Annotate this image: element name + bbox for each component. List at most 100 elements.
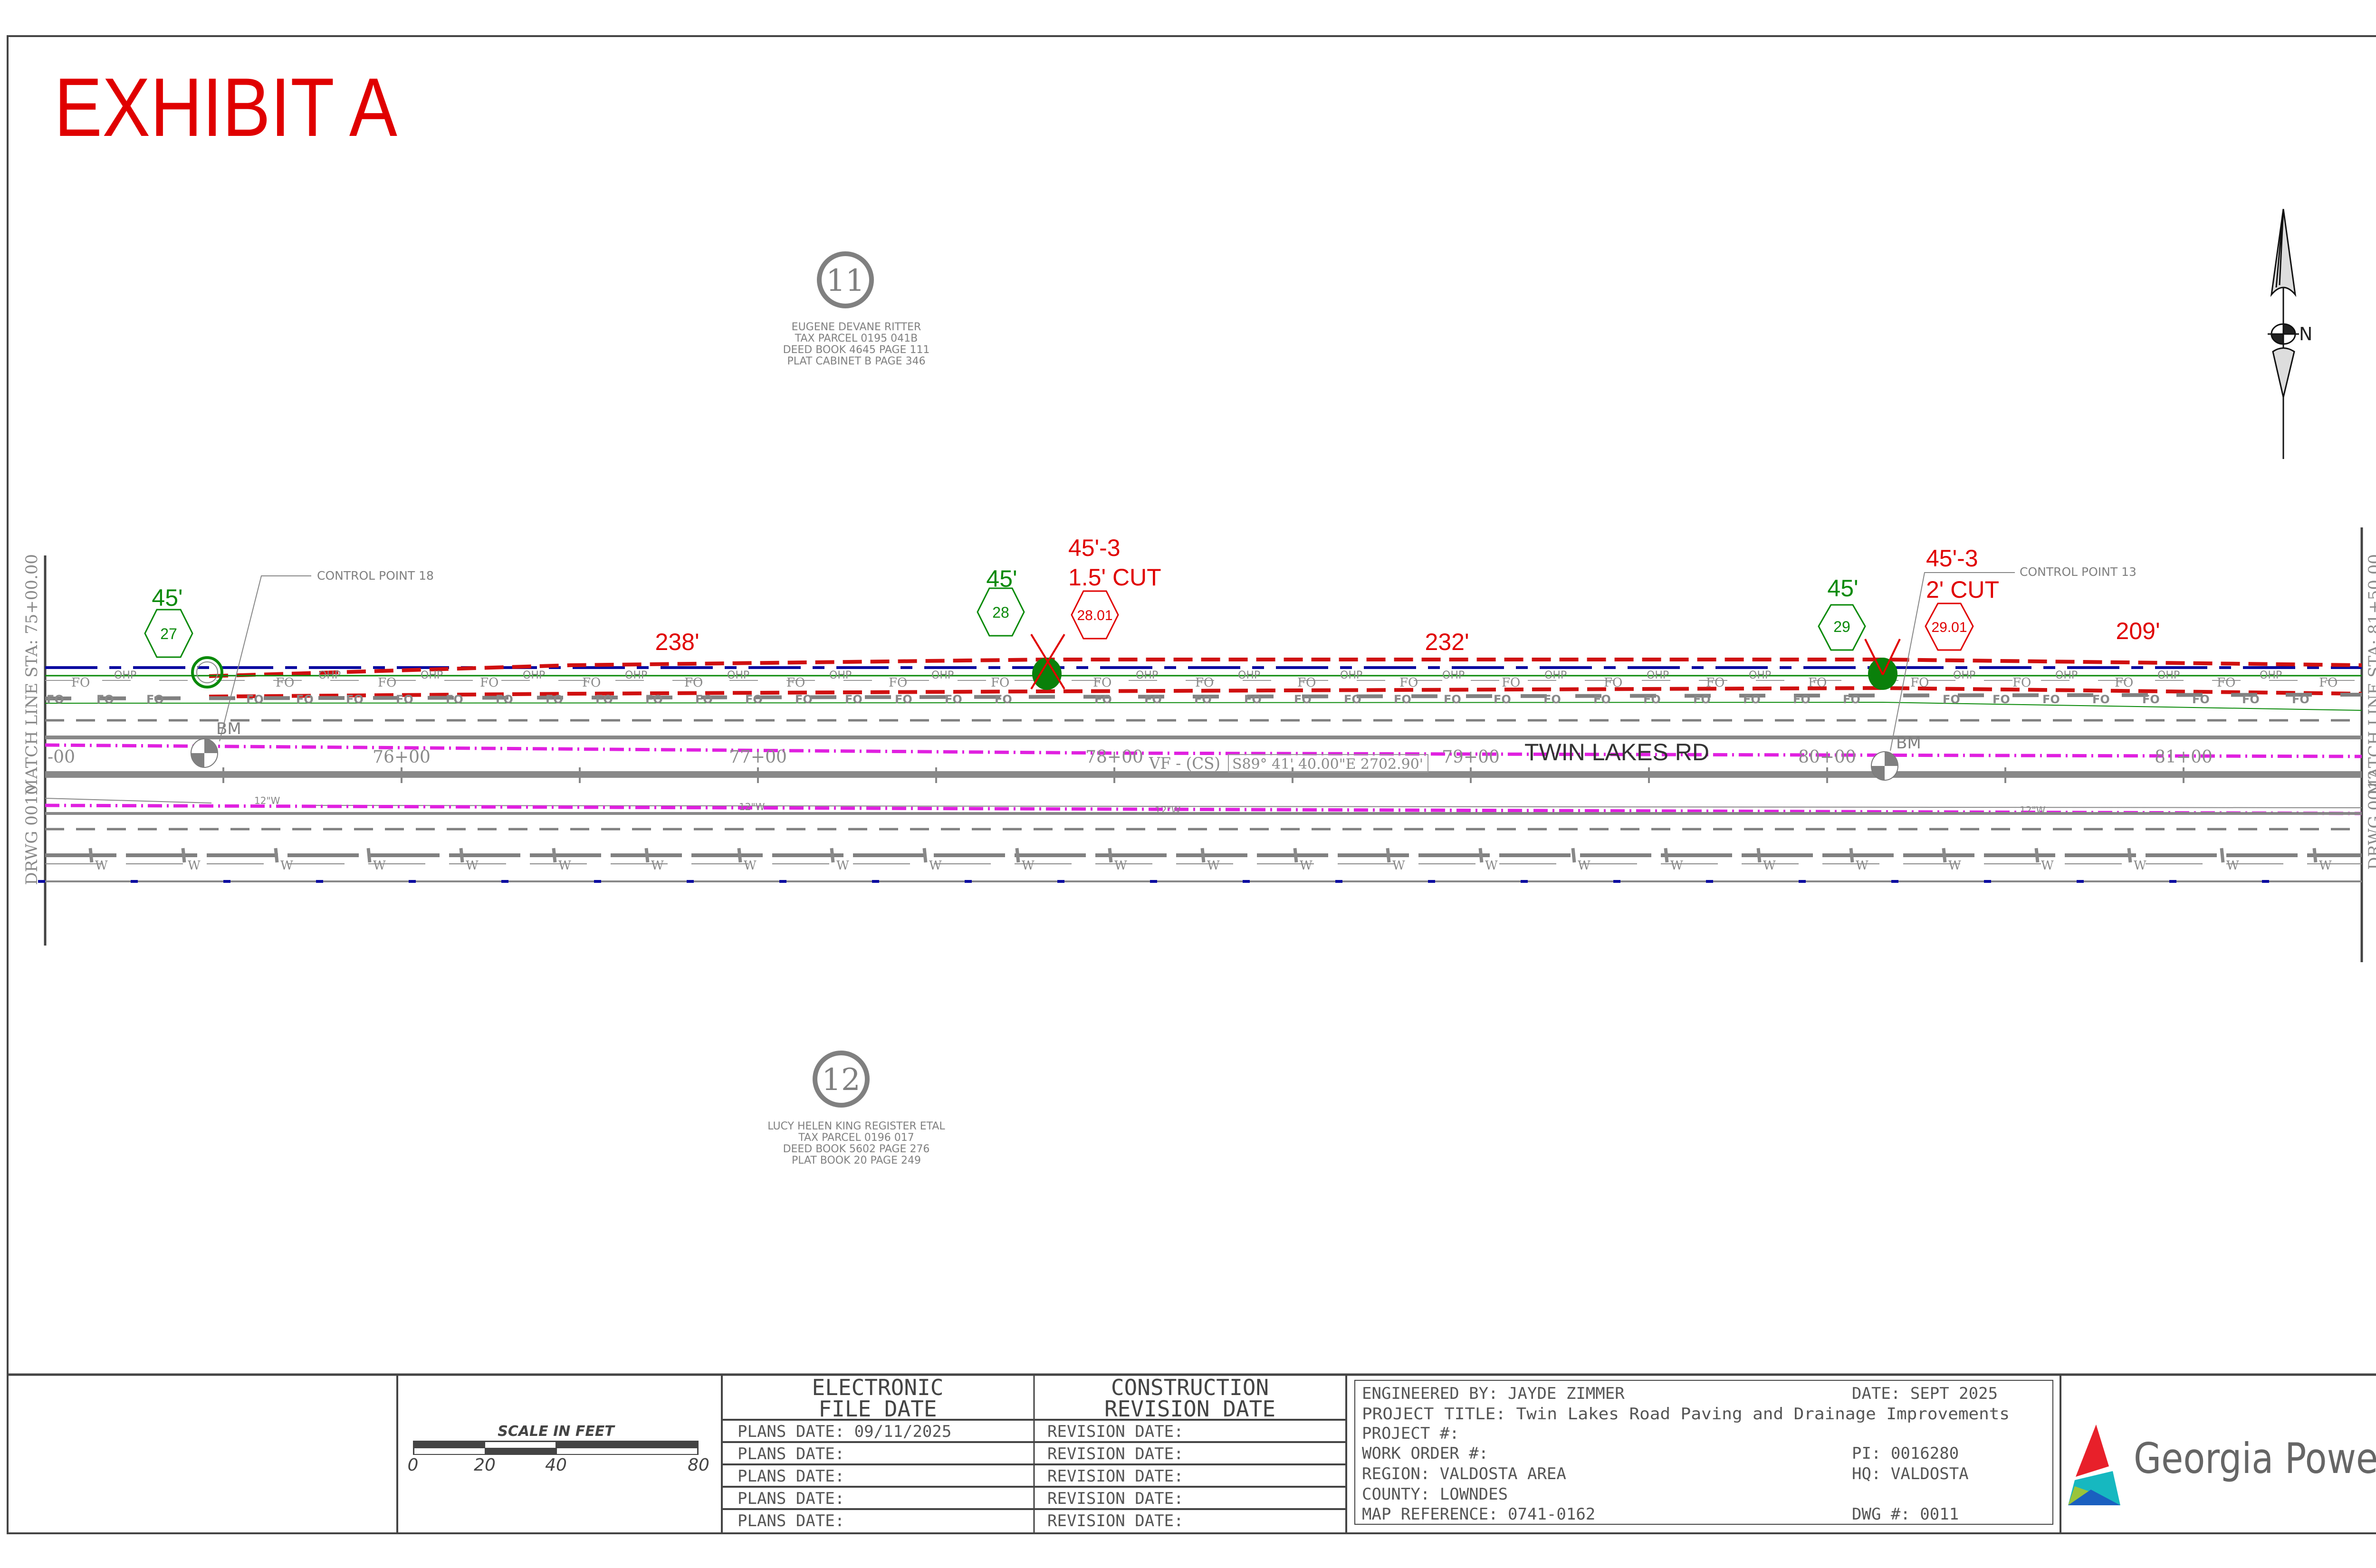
pole-note: 2' CUT <box>1926 576 1999 603</box>
ohp-label: OHP <box>625 669 647 681</box>
benchmark-label: BM <box>1896 734 1921 753</box>
water-label: W <box>2041 859 2054 873</box>
water-label: W <box>1114 859 1127 873</box>
fo-label: FO <box>1297 676 1316 690</box>
dwg-number: DWG #: 0011 <box>1852 1505 1959 1524</box>
project-info: ENGINEERED BY: JAYDE ZIMMER DATE: SEPT 2… <box>1362 1384 2010 1524</box>
parcel-owner: EUGENE DEVANE RITTER <box>792 321 921 333</box>
fo-label-bold: FO <box>1543 693 1561 706</box>
project-number: PROJECT #: <box>1362 1424 1459 1443</box>
fo-label-bold: FO <box>47 693 64 706</box>
pi-number: PI: 0016280 <box>1852 1444 1959 1463</box>
water-label: W <box>1856 859 1868 873</box>
water-valve-mark <box>181 848 186 863</box>
parcel-number: 12 <box>822 1062 860 1098</box>
water-valve-mark <box>1015 848 1020 863</box>
fo-label: FO <box>991 676 1009 690</box>
ohp-label: OHP <box>2260 669 2282 681</box>
pole-height: 45' <box>152 584 182 611</box>
water-label: W <box>2226 859 2239 873</box>
fo-label-bold: FO <box>396 693 413 706</box>
fo-label: FO <box>378 676 396 690</box>
water-label: W <box>2134 859 2146 873</box>
water-valve-mark <box>1849 848 1854 863</box>
utility-labels: FOOHPFOOHPFOOHPFOOHPFOOHPFOOHPFOOHPFOOHP… <box>47 669 2338 873</box>
benchmark-label: BM <box>216 719 241 738</box>
pole-id: 29 <box>1833 618 1850 635</box>
fo-label-bold: FO <box>1244 693 1262 706</box>
proposed-pole-28-01[interactable]: 45'-3 1.5' CUT 28.01 <box>1068 535 1161 640</box>
pole-id: 29.01 <box>1931 620 1967 635</box>
water-valve-mark <box>644 848 650 863</box>
control-point-leader <box>1890 572 2015 751</box>
work-order: WORK ORDER #: <box>1362 1444 1488 1463</box>
water-valve-mark <box>2034 848 2040 863</box>
removal-x-icon <box>1864 639 1901 675</box>
fo-label: FO <box>2012 676 2031 690</box>
existing-pole-27[interactable]: 45' 27 <box>144 584 223 688</box>
station-label: 79+00 <box>1442 747 1500 767</box>
parcel-plat: PLAT BOOK 20 PAGE 249 <box>792 1155 921 1166</box>
green-line-lower <box>45 701 2362 711</box>
existing-pole-29[interactable]: 45' 29 <box>1818 575 1901 690</box>
construction-header: CONSTRUCTION <box>1111 1375 1269 1400</box>
water-valve-mark <box>459 848 464 863</box>
linework <box>45 658 2362 882</box>
water-valve-mark <box>737 848 742 863</box>
control-point-label: CONTROL POINT 13 <box>2020 565 2136 579</box>
parcel-plat: PLAT CABINET B PAGE 346 <box>787 355 925 367</box>
station-label: 77+00 <box>729 747 787 767</box>
title-block <box>8 1373 2376 1533</box>
water-valve-mark <box>1293 848 1298 863</box>
ohp-label: OHP <box>114 669 136 681</box>
fo-label-bold: FO <box>346 693 364 706</box>
road-name: TWIN LAKES RD <box>1524 739 1709 765</box>
water-valve-mark <box>552 848 557 863</box>
water-valve-mark <box>830 848 835 863</box>
fo-label: FO <box>1195 676 1214 690</box>
existing-pole-28[interactable]: 45' 28 <box>977 565 1065 690</box>
pole-note: 1.5' CUT <box>1068 564 1161 591</box>
plans-date: PLANS DATE: <box>738 1444 844 1463</box>
water-valve-mark <box>922 848 928 863</box>
span-length: 209' <box>2116 618 2160 644</box>
water-valve-mark <box>88 848 94 863</box>
revision-date: REVISION DATE: <box>1047 1467 1184 1486</box>
fo-label: FO <box>1604 676 1622 690</box>
water-valve-mark <box>2312 848 2318 863</box>
scale-tick: 0 <box>408 1455 419 1475</box>
fo-label-bold: FO <box>1194 693 1212 706</box>
parcel-12: 12 LUCY HELEN KING REGISTER ETAL TAX PAR… <box>767 1051 945 1166</box>
parcel-number-circle <box>813 1051 870 1108</box>
region: REGION: VALDOSTA AREA <box>1362 1464 1566 1483</box>
station-label: 80+00 <box>1798 747 1856 767</box>
fo-label-bold: FO <box>1344 693 1361 706</box>
pole-removal-icon <box>1032 658 1062 690</box>
fo-label-bold: FO <box>496 693 513 706</box>
fo-label-bold: FO <box>1593 693 1611 706</box>
water-valve-mark <box>2127 848 2132 863</box>
fo-label-bold: FO <box>2042 693 2060 706</box>
electronic-header: ELECTRONIC <box>812 1375 944 1400</box>
revision-date: REVISION DATE: <box>1047 1444 1184 1463</box>
water-label: W <box>466 859 479 873</box>
fo-label-bold: FO <box>2242 693 2260 706</box>
fo-label: FO <box>71 676 90 690</box>
ohp-label: OHP <box>1238 669 1260 681</box>
ohp-label: OHP <box>2055 669 2078 681</box>
fo-label-bold: FO <box>546 693 563 706</box>
proposed-row-lower <box>209 686 2362 698</box>
existing-pole-icon <box>191 656 223 688</box>
fo-label: FO <box>1399 676 1418 690</box>
proposed-pole-29-01[interactable]: 45'-3 2' CUT 29.01 <box>1925 545 1999 651</box>
pole-tag-hexagon <box>977 587 1025 637</box>
plans-date: PLANS DATE: <box>738 1511 844 1530</box>
water-main-label: 12"W <box>2020 804 2046 816</box>
logo-text: Georgia Power <box>2134 1434 2376 1483</box>
exhibit-title: EXHIBIT A <box>54 61 397 154</box>
ohp-label: OHP <box>2157 669 2180 681</box>
ohp-label: OHP <box>931 669 954 681</box>
revision-date: REVISION DATE: <box>1047 1511 1184 1530</box>
revision-date: REVISION DATE: <box>1047 1422 1184 1441</box>
fo-label-bold: FO <box>1444 693 1461 706</box>
